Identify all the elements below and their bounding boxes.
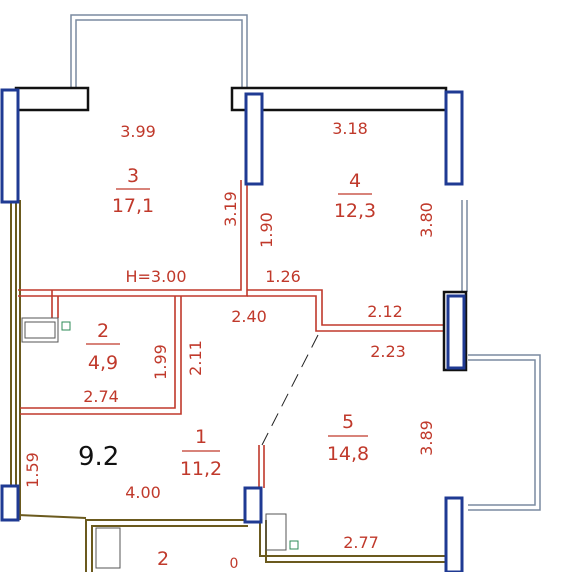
dim-3-80: 3.80: [417, 202, 436, 238]
dim-2-40: 2.40: [231, 307, 267, 326]
dim-2-12: 2.12: [367, 302, 403, 321]
washbasin-lower: [95, 527, 121, 569]
partition-corridor: [247, 289, 444, 332]
room-5-number: 5: [342, 411, 354, 433]
apartment-label: 9.2: [78, 442, 119, 472]
room-4-area: 12,3: [334, 200, 376, 222]
room-labels: 3 17,1 4 12,3 2 4,9 1 11,2 5 14,8 2: [86, 165, 376, 570]
wall-top-left: [14, 86, 90, 112]
room-2-area: 4,9: [88, 352, 118, 374]
olive-walls: [10, 200, 446, 572]
dim-3-99: 3.99: [120, 122, 156, 141]
dim-3-89: 3.89: [417, 420, 436, 456]
window-left-top: [0, 88, 20, 204]
dim-2-74: 2.74: [83, 387, 119, 406]
window-right-top: [444, 90, 464, 186]
room-5-area: 14,8: [327, 443, 369, 465]
dim-ceiling-height: H=3.00: [125, 267, 186, 286]
dim-1-59: 1.59: [23, 452, 42, 488]
room-3-number: 3: [127, 165, 139, 187]
dim-3-19: 3.19: [221, 191, 240, 227]
balcony-top: [70, 14, 248, 90]
room-1-number: 1: [195, 426, 207, 448]
dim-2-23: 2.23: [370, 342, 406, 361]
balcony-right-upper: [461, 200, 468, 292]
partition-room2: [20, 290, 182, 415]
fixtures: [21, 317, 299, 569]
door-swing: [261, 334, 319, 446]
window-right-mid: [446, 294, 466, 370]
partition-room5-left: [258, 445, 265, 488]
room-1-area: 11,2: [180, 458, 222, 480]
wall-top-right: [230, 86, 448, 112]
balcony-right: [468, 354, 541, 511]
window-left-bottom: [0, 484, 20, 522]
dimension-labels: 3.99 3.18 3.19 1.90 3.80 H=3.00 1.26 2.4…: [23, 119, 436, 552]
room-2-number: 2: [97, 320, 109, 342]
window-right-bottom: [444, 496, 464, 572]
dim-3-18: 3.18: [332, 119, 368, 138]
washbasin: [21, 317, 59, 343]
window-bottom-mid: [243, 486, 263, 524]
windows: [0, 88, 466, 572]
dim-2-11: 2.11: [186, 340, 205, 376]
dim-1-99: 1.99: [151, 344, 170, 380]
window-room3-room4: [244, 92, 264, 186]
room-lower-edge-mark: 0: [230, 556, 239, 572]
partitions: [18, 180, 444, 488]
balconies: [70, 14, 541, 511]
room-4-number: 4: [349, 170, 361, 192]
balcony-top-inner: [75, 19, 243, 90]
dim-4-00: 4.00: [125, 483, 161, 502]
balcony-right-inner: [468, 359, 536, 506]
room-lower-number: 2: [157, 548, 169, 570]
dim-2-77: 2.77: [343, 533, 379, 552]
dim-1-26: 1.26: [265, 267, 301, 286]
room-3-area: 17,1: [112, 195, 154, 217]
dim-1-90: 1.90: [257, 212, 276, 248]
